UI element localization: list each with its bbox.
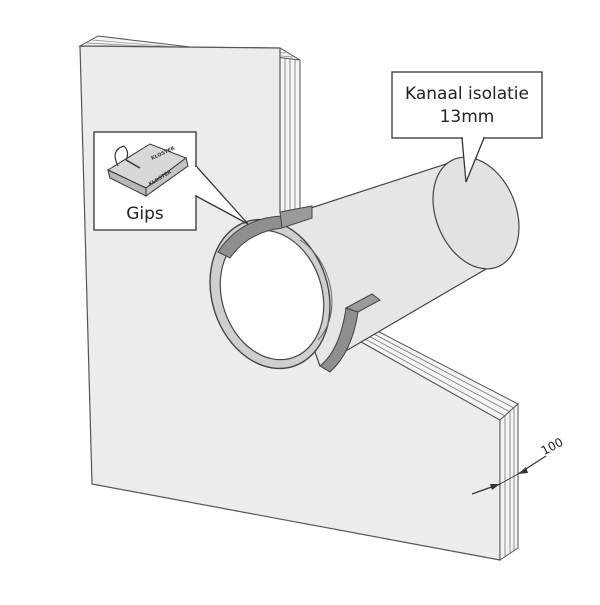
wall-right-edge-upper	[279, 47, 301, 221]
insulation-callout: Kanaal isolatie 13mm	[391, 71, 543, 183]
gips-label: Gips	[126, 204, 164, 224]
wall-right-edge-lower	[499, 402, 519, 561]
duct-far-end	[432, 156, 520, 270]
dimension-value: 100	[539, 435, 566, 458]
plaster-bag-icon: KLOSTER KLOSTER	[106, 143, 189, 197]
duct-pipe	[209, 156, 520, 370]
gips-fill	[217, 205, 381, 373]
insulation-callout-line2: 13mm	[440, 107, 495, 127]
insulation-callout-line1: Kanaal isolatie	[405, 84, 529, 104]
gips-inset: KLOSTER KLOSTER Gips	[93, 131, 249, 231]
